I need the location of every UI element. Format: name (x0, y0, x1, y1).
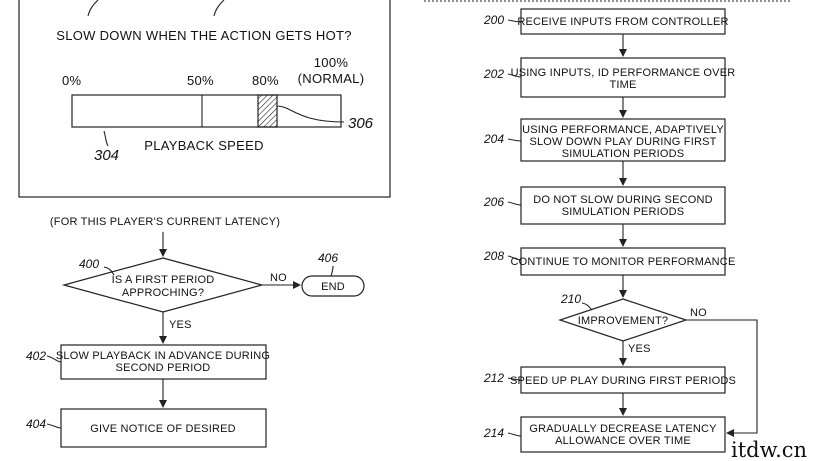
marker-leader (276, 105, 345, 123)
end-text: END (321, 281, 345, 293)
ref-210: 210 (560, 292, 581, 306)
step-204-text-1: USING PERFORMANCE, ADAPTIVELY (522, 124, 724, 136)
ref-leader (103, 266, 115, 276)
step-212 (520, 366, 726, 394)
step-404 (60, 408, 267, 448)
step-204-text-3: SIMULATION PERIODS (562, 148, 685, 160)
step-202-text-2: TIME (609, 79, 636, 91)
ref-leader (46, 423, 62, 429)
no-label: NO (270, 272, 287, 284)
ref-214: 214 (483, 426, 504, 440)
yes-label: YES (628, 343, 651, 355)
figure-playback-speed: SLOW DOWN WHEN THE ACTION GETS HOT? 0% 5… (18, 0, 391, 198)
ref-leader (507, 73, 522, 78)
ref-212: 212 (483, 371, 504, 385)
tick-label-100: 100% (314, 55, 349, 70)
decision-text-1: IS A FIRST PERIOD (112, 274, 215, 286)
no-label: NO (690, 307, 707, 319)
decision-210-text: IMPROVEMENT? (578, 315, 668, 327)
step-206-text-2: SIMULATION PERIODS (562, 206, 685, 218)
end-terminal (301, 275, 365, 297)
speed-marker-80[interactable] (257, 94, 278, 128)
ref-204: 204 (483, 132, 504, 146)
ref-leader (507, 377, 522, 381)
step-200 (520, 8, 726, 35)
step-208-text: CONTINUE TO MONITOR PERFORMANCE (511, 256, 736, 268)
ref-leader (507, 432, 522, 437)
ref-202: 202 (483, 67, 504, 81)
ref-leader (330, 265, 334, 277)
ref-306: 306 (348, 115, 374, 132)
tick-label-50: 50% (187, 73, 214, 88)
ref-400: 400 (79, 257, 99, 271)
ref-200: 200 (483, 13, 504, 27)
ref-404: 404 (26, 417, 46, 431)
step-214-text-1: GRADUALLY DECREASE LATENCY (529, 423, 717, 435)
ref-leader (507, 19, 522, 23)
step-202 (520, 57, 726, 98)
ref-402: 402 (26, 349, 46, 363)
step-206-text-1: DO NOT SLOW DURING SECOND (533, 194, 713, 206)
ref-leader (46, 355, 62, 363)
bar-leader (103, 130, 109, 147)
ref-208: 208 (483, 249, 504, 263)
figure-first-period-flow: (FOR THIS PLAYER'S CURRENT LATENCY) IS A… (26, 216, 365, 448)
ref-leader (581, 302, 593, 311)
ref-304: 304 (94, 147, 119, 164)
ref-206: 206 (483, 195, 504, 209)
step-404-text: GIVE NOTICE OF DESIRED (90, 423, 236, 435)
step-402-text-2: SECOND PERIOD (116, 362, 211, 374)
step-214-text-2: ALLOWANCE OVER TIME (555, 435, 691, 447)
tick-label-normal: (NORMAL) (298, 71, 365, 86)
step-212-text: SPEED UP PLAY DURING FIRST PERIODS (510, 375, 736, 387)
ref-leader (507, 201, 522, 206)
decision-text-2: APPROCHING? (122, 287, 204, 299)
step-402-text-1: SLOW PLAYBACK IN ADVANCE DURING (56, 350, 270, 362)
figure-adaptive-slowdown-flow: RECEIVE INPUTS FROM CONTROLLER 200 USING… (424, 0, 790, 453)
ref-406: 406 (318, 251, 338, 265)
latency-caption: (FOR THIS PLAYER'S CURRENT LATENCY) (50, 216, 280, 228)
no-branch-arrow (686, 319, 758, 437)
yes-label: YES (169, 319, 192, 331)
playback-speed-bar[interactable] (71, 94, 342, 128)
watermark: itdw.cn (731, 438, 807, 461)
leader-line (213, 0, 225, 17)
tick-label-0: 0% (62, 73, 82, 88)
question-text: SLOW DOWN WHEN THE ACTION GETS HOT? (56, 28, 352, 43)
ref-leader (507, 255, 522, 261)
ref-leader (507, 138, 522, 142)
bar-label: PLAYBACK SPEED (144, 138, 264, 153)
step-214 (520, 416, 726, 453)
step-200-text: RECEIVE INPUTS FROM CONTROLLER (517, 16, 728, 28)
step-202-text-1: USING INPUTS, ID PERFORMANCE OVER (511, 67, 736, 79)
leader-line (87, 0, 99, 17)
step-204-text-2: SLOW DOWN PLAY DURING FIRST (529, 136, 716, 148)
tick-label-80: 80% (252, 73, 279, 88)
